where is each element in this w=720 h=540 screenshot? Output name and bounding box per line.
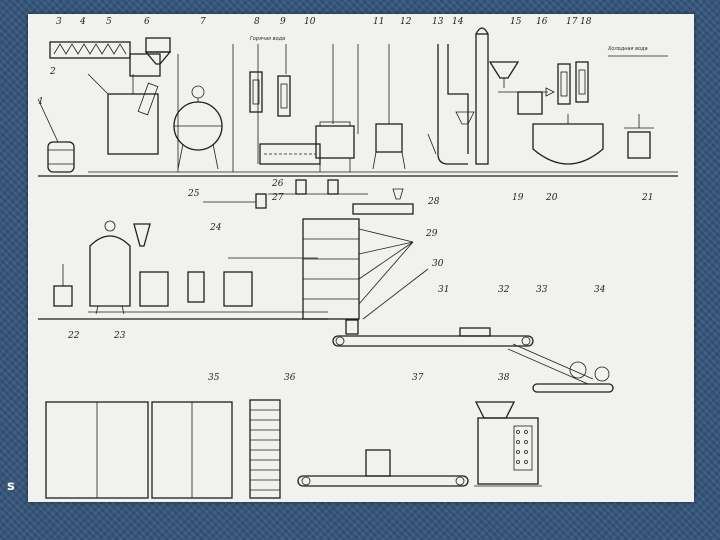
unit-36-rack	[249, 399, 281, 499]
label-3: 3	[56, 17, 62, 27]
label-23: 23	[113, 331, 126, 341]
label-21: 21	[641, 193, 653, 203]
unit-21-right	[624, 114, 654, 159]
unit-31-34-conveyors	[332, 327, 614, 393]
label-38: 38	[498, 373, 510, 383]
label-32: 32	[498, 285, 510, 295]
label-27: 27	[271, 193, 284, 203]
label-17: 17	[566, 17, 578, 27]
unit-22-presses	[53, 264, 253, 307]
label-26: 26	[271, 179, 284, 189]
unit-35-cabinets	[45, 401, 233, 499]
unit-37-table	[297, 449, 469, 487]
label-25: 25	[187, 189, 200, 199]
label-15: 15	[510, 17, 522, 27]
label-19: 19	[512, 193, 524, 203]
label-5: 5	[106, 17, 112, 27]
production-line-diagram: Горячая вода	[37, 17, 678, 499]
label-34: 34	[594, 285, 606, 295]
label-22: 22	[67, 331, 80, 341]
label-16: 16	[536, 17, 548, 27]
unit-12-mixer	[372, 44, 406, 170]
label-9: 9	[280, 17, 286, 27]
unit-28-feeder	[352, 188, 414, 215]
top-pipelines	[38, 44, 678, 177]
label-35: 35	[208, 373, 220, 383]
unit-13-14-pipes	[427, 44, 475, 165]
label-2: 2	[49, 67, 56, 77]
label-14: 14	[452, 17, 464, 27]
label-10: 10	[304, 17, 316, 27]
unit-8-9-gauges: Горячая вода	[249, 36, 321, 165]
label-29: 29	[425, 229, 438, 239]
label-7: 7	[200, 17, 206, 27]
unit-17-19-cooker: Холодная вода	[517, 46, 668, 165]
unit-6-hopper	[144, 37, 172, 65]
label-33: 33	[536, 285, 548, 295]
unit-7-spherical-vessel	[173, 85, 223, 170]
label-37: 37	[412, 373, 424, 383]
label-1: 1	[38, 97, 44, 107]
unit-3-5-screw-conveyor	[49, 41, 161, 155]
diagram-page: Горячая вода	[28, 14, 694, 502]
label-13: 13	[432, 17, 444, 27]
note-hot-water: Горячая вода	[250, 36, 285, 42]
label-18: 18	[580, 17, 592, 27]
unit-38-packer	[474, 401, 542, 487]
unit-24-27-valves	[203, 179, 339, 209]
label-8: 8	[254, 17, 260, 27]
note-cold-water: Холодная вода	[607, 46, 648, 52]
label-6: 6	[144, 17, 150, 27]
label-20: 20	[545, 193, 558, 203]
unit-11-tank	[315, 121, 355, 172]
label-31: 31	[438, 285, 449, 295]
label-36: 36	[284, 373, 296, 383]
unit-1-barrel	[37, 98, 75, 173]
slide-letter: s	[7, 479, 15, 494]
label-4: 4	[79, 17, 86, 27]
unit-23-tall-vessel	[89, 220, 151, 315]
label-30: 30	[432, 259, 444, 269]
label-11: 11	[373, 17, 384, 27]
label-28: 28	[427, 197, 440, 207]
label-24: 24	[209, 223, 222, 233]
label-12: 12	[400, 17, 412, 27]
unit-29-30-former	[302, 218, 429, 335]
